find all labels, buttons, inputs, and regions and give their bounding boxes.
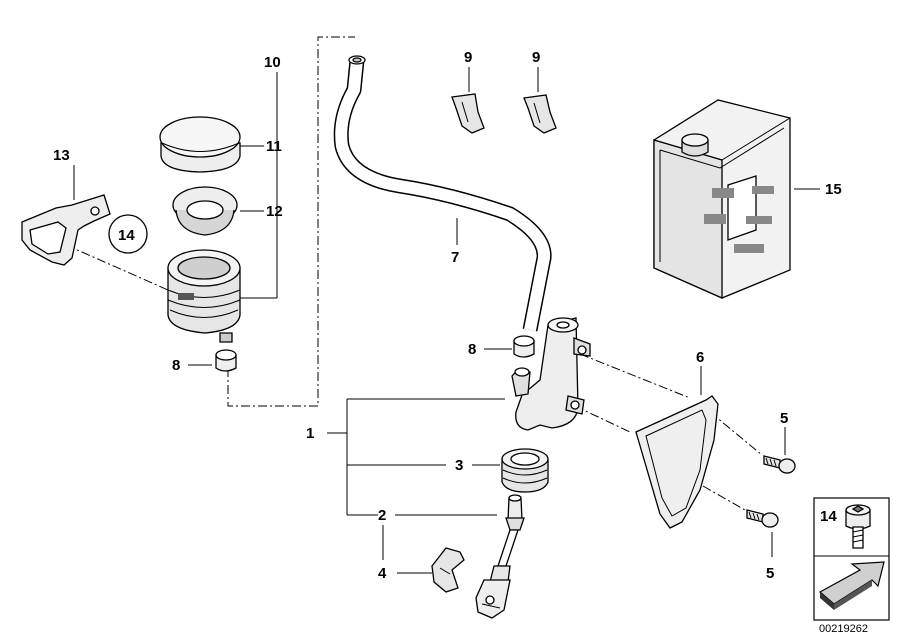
brake-hose bbox=[333, 55, 552, 332]
clip-right bbox=[523, 94, 557, 134]
screw-lower bbox=[746, 509, 779, 528]
callout-4: 4 bbox=[378, 565, 387, 582]
callout-10: 10 bbox=[264, 54, 281, 71]
callout-12: 12 bbox=[266, 203, 283, 220]
callout-9-left: 9 bbox=[464, 49, 472, 66]
callout-6: 6 bbox=[696, 349, 704, 366]
callout-8-left: 8 bbox=[172, 357, 180, 374]
reservoir-cap bbox=[159, 116, 241, 173]
callout-14-circled: 14 bbox=[118, 227, 135, 244]
socket-screw-icon bbox=[845, 504, 871, 549]
master-cylinder bbox=[511, 317, 591, 431]
direction-arrow-icon bbox=[818, 561, 885, 610]
callout-labels: 10 11 12 13 14 8 9 9 7 15 8 6 1 3 5 2 4 … bbox=[53, 49, 868, 635]
callout-5-lower: 5 bbox=[766, 565, 774, 582]
diagram-id: 00219262 bbox=[819, 623, 868, 635]
retaining-clip bbox=[431, 547, 465, 593]
callout-15: 15 bbox=[825, 181, 842, 198]
hose-clamp-left bbox=[215, 349, 237, 372]
callout-2: 2 bbox=[378, 507, 386, 524]
callout-11: 11 bbox=[266, 138, 282, 155]
callout-9-right: 9 bbox=[532, 49, 540, 66]
dust-boot bbox=[501, 448, 549, 493]
screw-upper bbox=[763, 455, 796, 474]
callout-1: 1 bbox=[306, 425, 314, 442]
callout-5-upper: 5 bbox=[780, 410, 788, 427]
fluid-reservoir bbox=[167, 249, 241, 343]
reservoir-diaphragm bbox=[172, 186, 238, 236]
callout-8-right: 8 bbox=[468, 341, 476, 358]
brake-fluid-can bbox=[653, 99, 791, 299]
hose-clamp-right bbox=[513, 335, 535, 358]
push-rod bbox=[475, 494, 525, 619]
callout-3: 3 bbox=[455, 457, 463, 474]
cover-plate bbox=[635, 395, 719, 529]
clip-left bbox=[451, 93, 485, 134]
circled-callout-14 bbox=[108, 214, 148, 254]
callout-13: 13 bbox=[53, 147, 70, 164]
legend-number-14: 14 bbox=[820, 508, 837, 525]
callout-7: 7 bbox=[451, 249, 459, 266]
reservoir-bracket bbox=[21, 194, 111, 266]
leader-lines bbox=[65, 36, 820, 574]
